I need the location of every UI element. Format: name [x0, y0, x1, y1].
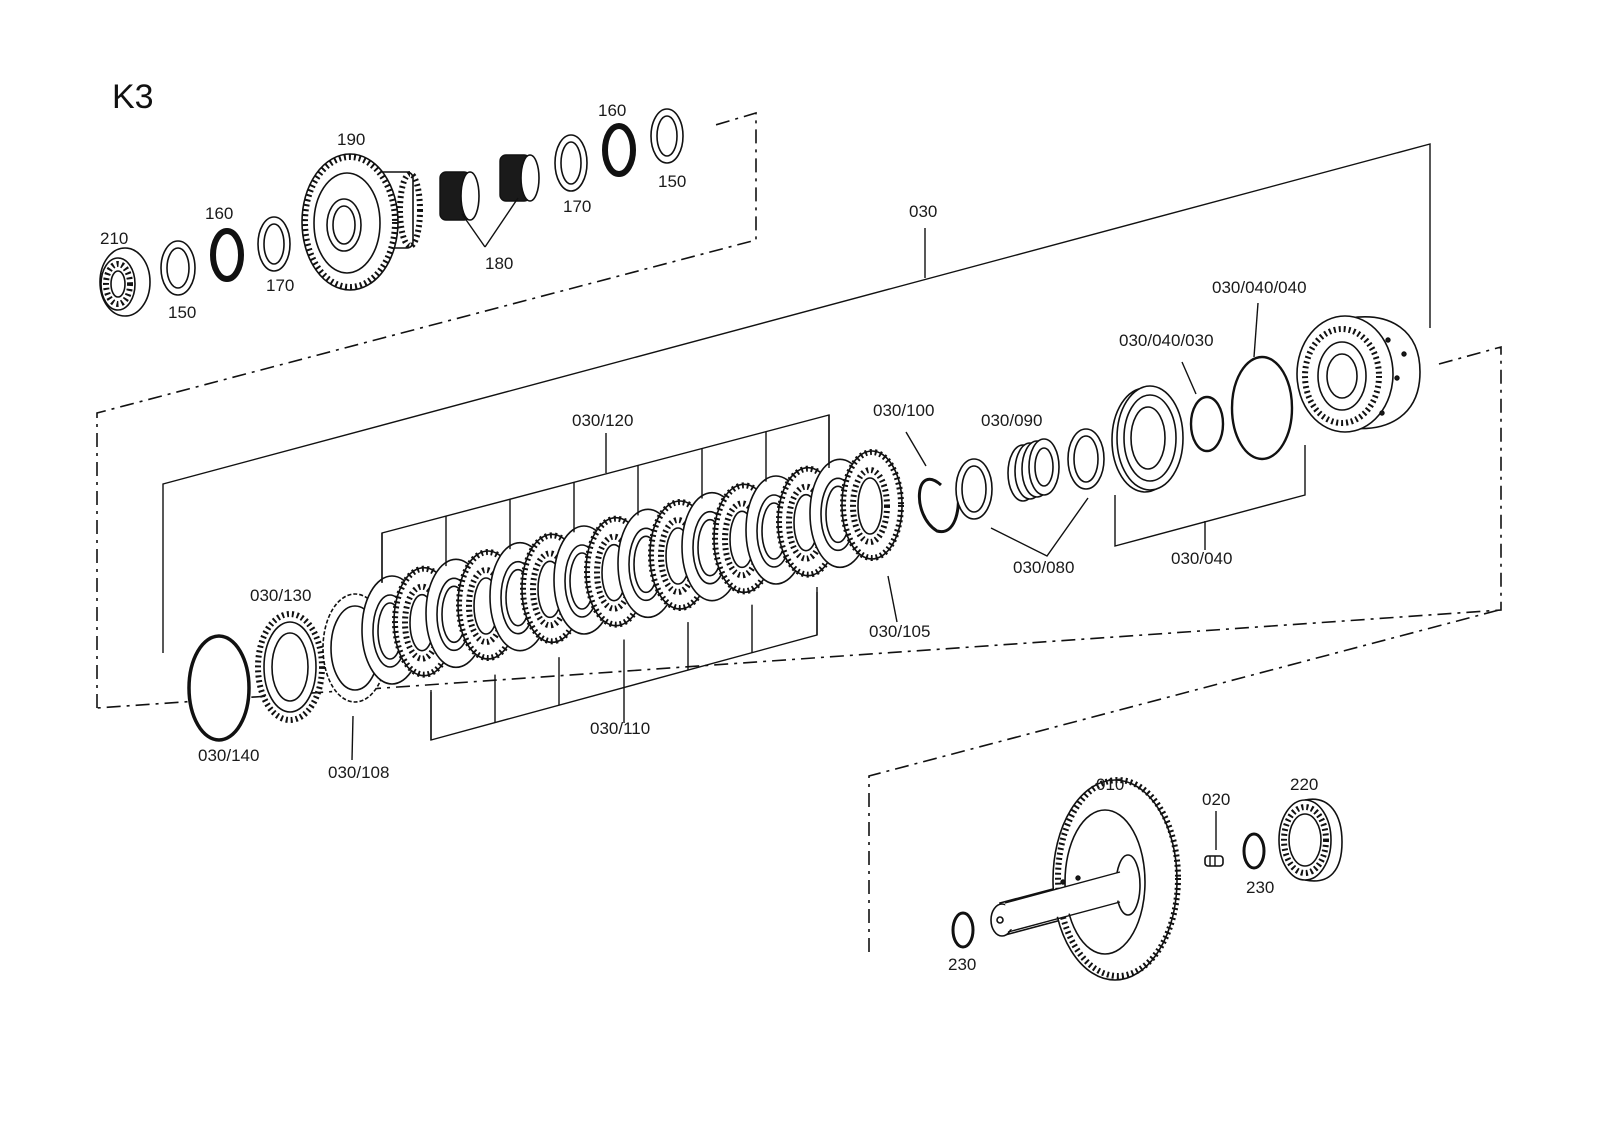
label-170-right: 170 [563, 197, 591, 216]
label-150-right: 150 [658, 172, 686, 191]
part-190-gear [301, 153, 423, 291]
diagram-title: K3 [112, 78, 154, 116]
upper-assembly: 210 150 160 170 190 180 170 160 150 [96, 101, 757, 708]
part-160-snap-ring-left [210, 228, 244, 282]
part-030-130-plate [255, 611, 325, 723]
clutch-pack-assembly: 030 030/040/040 030/040/030 030/100 030/… [96, 143, 1502, 782]
upper-boundary-line [96, 111, 757, 708]
part-030-040-040-ring [1230, 355, 1294, 461]
leader-180-a [461, 213, 486, 248]
label-030: 030 [909, 202, 937, 221]
label-160-left: 160 [205, 204, 233, 223]
label-150-left: 150 [168, 303, 196, 322]
part-030-100-snap-ring [917, 477, 960, 533]
label-030-110: 030/110 [590, 719, 650, 738]
label-030-140: 030/140 [198, 746, 259, 765]
part-020-plug [1204, 855, 1224, 867]
clutch-friction-disc [840, 449, 904, 561]
label-030-080: 030/080 [1013, 558, 1074, 577]
label-210: 210 [100, 229, 128, 248]
part-030-080-ring-b [1067, 428, 1105, 490]
leader-030-108 [351, 715, 354, 761]
bracket-030-040 [1114, 445, 1306, 547]
part-160-snap-ring-right [602, 123, 636, 177]
part-210-bearing [99, 247, 151, 317]
label-030-108: 030/108 [328, 763, 389, 782]
part-030-140-o-ring [187, 634, 251, 742]
part-030-090-spring [1007, 438, 1060, 502]
label-220: 220 [1290, 775, 1318, 794]
part-220-bearing [1278, 798, 1343, 882]
part-150-ring-right [650, 108, 684, 164]
label-020: 020 [1202, 790, 1230, 809]
leader-030-100 [905, 431, 927, 467]
bracket-030 [162, 143, 1431, 653]
label-030-040-040: 030/040/040 [1212, 278, 1307, 297]
leader-030-040-040 [1253, 302, 1259, 358]
leader-030-040-030 [1181, 361, 1197, 395]
part-180-needle-bearings [439, 154, 540, 221]
part-230-ring-right [1242, 832, 1266, 870]
label-030-105: 030/105 [869, 622, 930, 641]
part-030-040-030-ring [1189, 395, 1225, 453]
label-030-090: 030/090 [981, 411, 1042, 430]
label-030-100: 030/100 [873, 401, 934, 420]
label-170-left: 170 [266, 276, 294, 295]
shaft-assembly: 010 020 220 230 230 [868, 609, 1500, 981]
lower-boundary-line [868, 609, 1500, 952]
label-030-120: 030/120 [572, 411, 633, 430]
label-230-left: 230 [948, 955, 976, 974]
part-030-040-piston [1111, 385, 1184, 493]
part-010-shaft-gear [990, 777, 1181, 981]
clutch-disc-stack [361, 449, 904, 685]
label-010: 010 [1096, 775, 1124, 794]
part-170-ring-left [257, 216, 291, 272]
label-030-130: 030/130 [250, 586, 311, 605]
leader-030-105 [887, 575, 898, 623]
part-170-ring-right [554, 134, 588, 192]
leader-180-b [484, 197, 519, 248]
label-190: 190 [337, 130, 365, 149]
leader-030-080 [990, 497, 1089, 557]
label-160-right: 160 [598, 101, 626, 120]
part-030-housing-drum [1296, 315, 1421, 433]
middle-boundary-line [96, 345, 1502, 709]
label-180: 180 [485, 254, 513, 273]
label-230-right: 230 [1246, 878, 1274, 897]
part-030-080-ring-a [955, 458, 993, 520]
label-030-040: 030/040 [1171, 549, 1232, 568]
label-030-040-030: 030/040/030 [1119, 331, 1214, 350]
part-150-ring-left [160, 240, 196, 296]
part-230-ring-left [951, 911, 975, 949]
